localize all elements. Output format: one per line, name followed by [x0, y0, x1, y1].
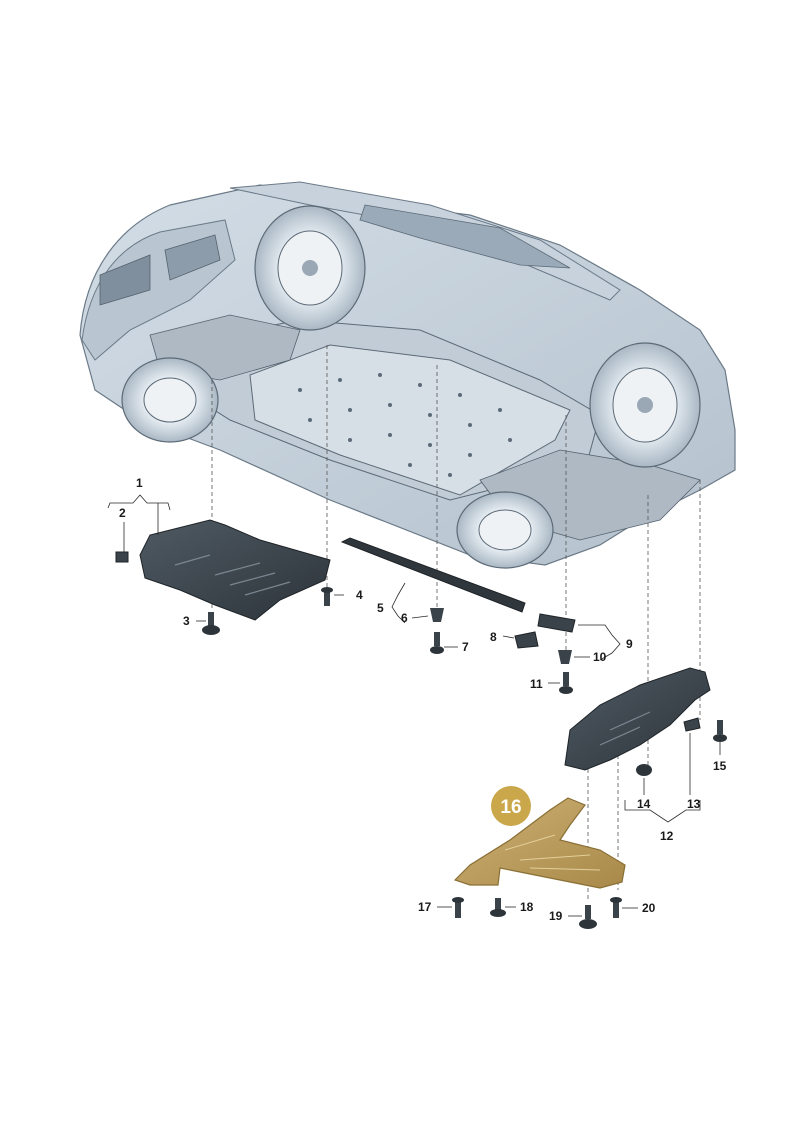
callout-9: 9 — [626, 637, 633, 651]
screw-part-19 — [579, 905, 597, 929]
callout-5: 5 — [377, 601, 384, 615]
callout-20: 20 — [642, 901, 656, 915]
callout-13: 13 — [687, 797, 701, 811]
clip-part-2 — [115, 551, 129, 563]
front-underbody-panel — [139, 519, 331, 621]
callout-11: 11 — [530, 677, 543, 691]
screw-part-11 — [559, 672, 573, 694]
rear-right-wheel — [589, 342, 701, 468]
front-right-wheel — [121, 357, 219, 443]
highlighted-underbody-panel-part-16 — [453, 797, 626, 889]
rear-underbody-panel — [564, 667, 711, 771]
callout-3: 3 — [183, 614, 190, 628]
screw-part-4 — [321, 587, 333, 606]
callout-15: 15 — [713, 759, 727, 773]
callout-2: 2 — [119, 506, 126, 520]
clip-part-13 — [683, 717, 701, 732]
vehicle-body — [79, 181, 736, 566]
screw-part-15 — [713, 720, 727, 742]
rear-left-wheel — [456, 491, 554, 569]
screw-part-20 — [610, 897, 622, 918]
callout-7: 7 — [462, 640, 469, 654]
callout-14: 14 — [637, 797, 651, 811]
callout-18: 18 — [520, 900, 534, 914]
callout-19: 19 — [549, 909, 563, 923]
sill-trim-part-5 — [340, 537, 526, 613]
nut-part-6 — [430, 608, 444, 622]
callout-10: 10 — [593, 650, 607, 664]
callout-17: 17 — [418, 900, 432, 914]
screw-part-7 — [430, 632, 444, 654]
screw-part-17 — [452, 897, 464, 918]
callout-1: 1 — [136, 476, 143, 490]
callout-4: 4 — [356, 588, 363, 602]
nut-part-14 — [636, 764, 652, 776]
leader-lines — [107, 494, 721, 917]
bracket-part-8 — [514, 631, 539, 649]
callout-16: 16 — [500, 797, 521, 818]
callout-12: 12 — [660, 829, 674, 843]
callout-8: 8 — [490, 630, 497, 644]
screw-part-18 — [490, 898, 506, 917]
screw-part-3 — [202, 612, 220, 635]
bracket-part-9 — [537, 613, 576, 633]
callout-6: 6 — [401, 611, 408, 625]
callout-16-badge — [491, 786, 531, 826]
front-left-wheel — [254, 205, 366, 331]
callouts: 1 2 3 4 5 6 7 8 9 10 11 12 13 14 15 17 1… — [119, 476, 727, 923]
nut-part-10 — [558, 650, 572, 664]
